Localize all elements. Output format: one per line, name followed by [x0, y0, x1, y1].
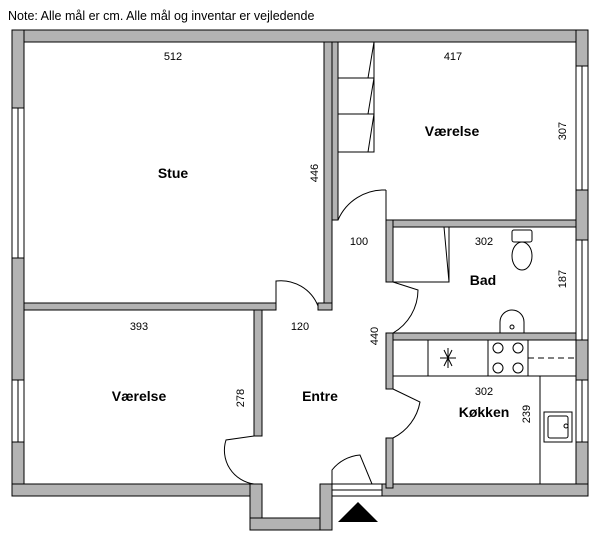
dim-entre-height: 440 — [369, 327, 381, 345]
dim-vaerelse-top-height: 307 — [557, 122, 569, 140]
dim-stue-width: 512 — [164, 51, 182, 63]
doors — [223, 189, 421, 497]
dim-bad-width: 302 — [475, 236, 493, 248]
dim-vaerelse-top-width: 417 — [444, 51, 462, 63]
dim-bad-height: 187 — [557, 270, 569, 288]
room-label-stue: Stue — [158, 165, 189, 181]
outer-walls — [11, 29, 589, 531]
room-label-vaerelse-bottom: Værelse — [112, 388, 167, 404]
dim-koekken-height: 239 — [521, 405, 533, 423]
windows — [11, 65, 589, 443]
dim-entre-width-lower: 120 — [291, 321, 309, 333]
dim-vaerelse-bottom-width: 393 — [130, 321, 148, 333]
interior-walls — [23, 41, 577, 489]
room-label-koekken: Køkken — [459, 404, 510, 420]
shower — [392, 226, 450, 283]
entrance-arrow-icon — [338, 502, 378, 522]
dim-entre-width-upper: 100 — [350, 236, 368, 248]
plan-note: Note: Alle mål er cm. Alle mål og invent… — [8, 9, 314, 23]
dim-vaerelse-bottom-height: 278 — [235, 389, 247, 407]
dim-koekken-width: 302 — [475, 386, 493, 398]
room-label-vaerelse-top: Værelse — [425, 123, 480, 139]
room-label-bad: Bad — [470, 272, 496, 288]
room-label-entre: Entre — [302, 388, 338, 404]
wardrobe — [337, 41, 375, 153]
kitchen-fixtures — [393, 339, 577, 484]
dim-stue-height: 446 — [309, 164, 321, 182]
bathroom-fixtures — [392, 226, 533, 334]
